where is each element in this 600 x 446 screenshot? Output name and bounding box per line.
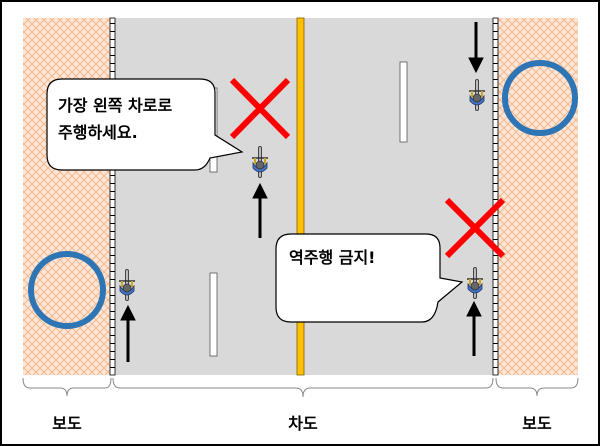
lane-dash — [399, 61, 408, 143]
direction-arrow-icon — [468, 22, 484, 74]
bracket-sidewalk-right — [495, 377, 579, 397]
speech-bubble-no-wrong-way — [275, 233, 464, 323]
bracket-sidewalk-left — [22, 377, 112, 397]
label-sidewalk-right: 보도 — [522, 414, 552, 433]
lane-dash — [209, 272, 218, 357]
curb-left — [109, 17, 116, 376]
center-line — [296, 17, 305, 376]
speech-bubble-left-lane — [46, 78, 244, 171]
forbidden-x-icon — [229, 77, 291, 140]
bracket-roadway — [112, 377, 494, 398]
circle-icon — [28, 251, 106, 329]
forbidden-x-icon — [444, 197, 506, 259]
bubble-text-no-wrong-way: 역주행 금지! — [289, 248, 375, 267]
curb-right — [492, 17, 499, 376]
circle-icon — [502, 60, 578, 136]
sidewalk-left — [23, 18, 110, 375]
label-sidewalk-left: 보도 — [52, 414, 82, 433]
label-roadway: 차도 — [288, 414, 318, 433]
direction-arrow-icon — [466, 300, 482, 356]
direction-arrow-icon — [120, 304, 136, 362]
direction-arrow-icon — [252, 182, 268, 238]
bubble-text-line1: 가장 왼쪽 차로로 — [58, 96, 172, 115]
bubble-text-line2: 주행하세요. — [58, 123, 138, 142]
